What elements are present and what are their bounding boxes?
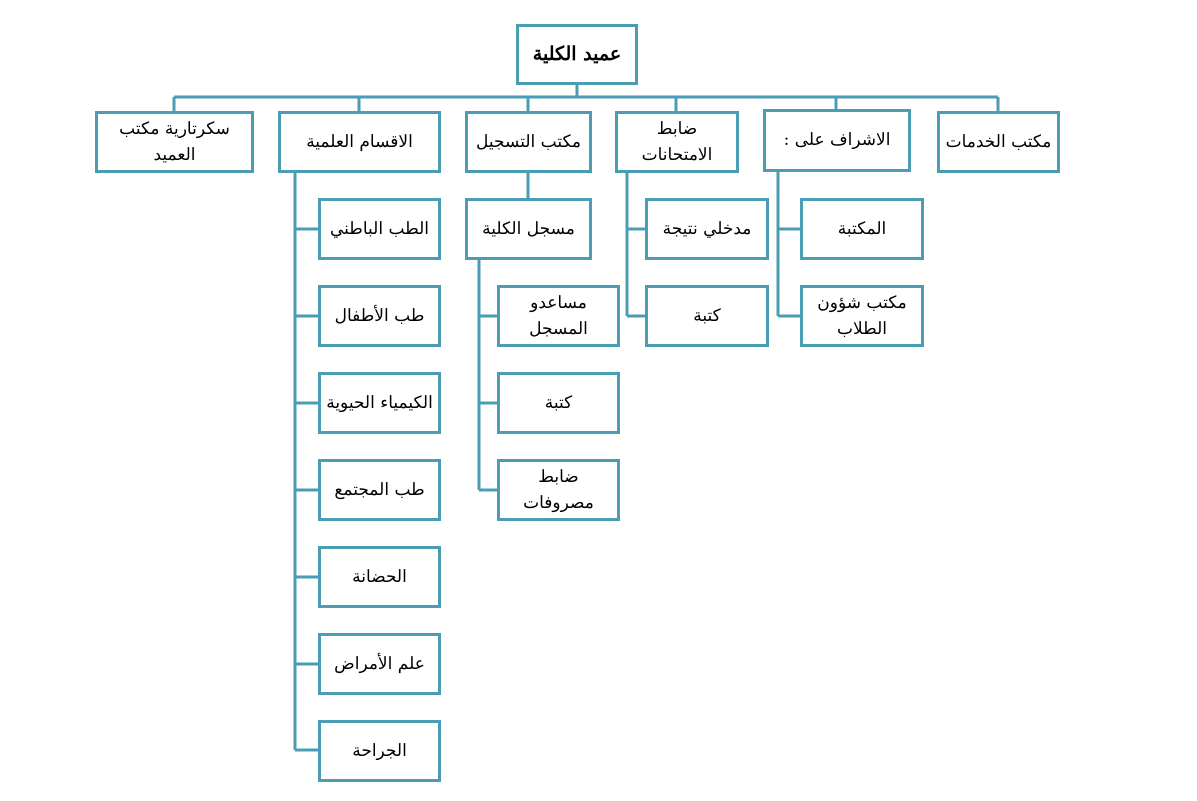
node-registration-office: مكتب التسجيل xyxy=(465,111,592,173)
node-exams-officer: ضابط الامتحانات xyxy=(615,111,739,173)
node-library: المكتبة xyxy=(800,198,924,260)
node-department: الكيمياء الحيوية xyxy=(318,372,441,434)
node-supervision: الاشراف على : xyxy=(763,109,911,172)
node-department: علم الأمراض xyxy=(318,633,441,695)
node-department: طب المجتمع xyxy=(318,459,441,521)
node-services-office: مكتب الخدمات xyxy=(937,111,1060,173)
node-department: الجراحة xyxy=(318,720,441,782)
node-department: طب الأطفال xyxy=(318,285,441,347)
node-department: الطب الباطني xyxy=(318,198,441,260)
node-department: الحضانة xyxy=(318,546,441,608)
node-exam-clerks: كتبة xyxy=(645,285,769,347)
node-dean: عميد الكلية xyxy=(516,24,638,85)
node-dean-secretary: سكرتارية مكتب العميد xyxy=(95,111,254,173)
node-college-registrar: مسجل الكلية xyxy=(465,198,592,260)
node-scientific-departments: الاقسام العلمية xyxy=(278,111,441,173)
node-result-entry: مدخلي نتيجة xyxy=(645,198,769,260)
node-registration-clerks: كتبة xyxy=(497,372,620,434)
node-student-affairs: مكتب شؤون الطلاب xyxy=(800,285,924,347)
node-expenses-officer: ضابط مصروفات xyxy=(497,459,620,521)
node-registrar-assistants: مساعدو المسجل xyxy=(497,285,620,347)
